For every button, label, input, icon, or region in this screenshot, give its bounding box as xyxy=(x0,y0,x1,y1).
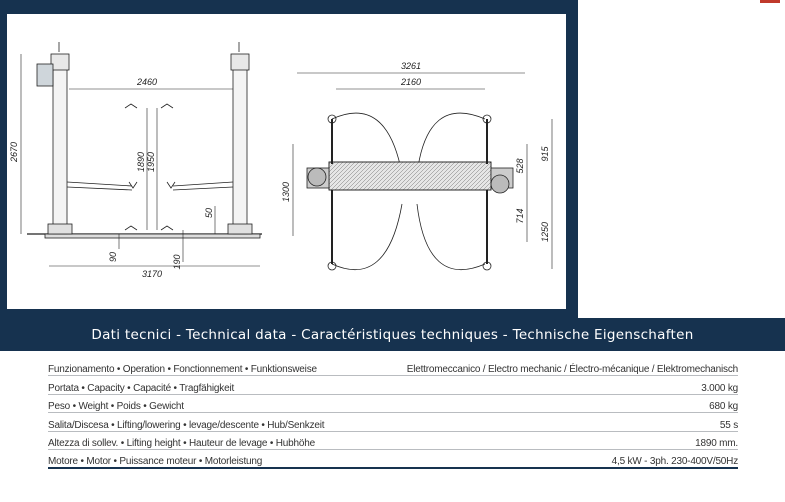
motor-icon xyxy=(36,63,54,87)
dim-2460: 2460 xyxy=(136,77,157,87)
top-view xyxy=(292,72,553,271)
header-title: Dati tecnici - Technical data - Caractér… xyxy=(91,326,694,343)
right-column xyxy=(232,68,248,235)
dim-714: 714 xyxy=(515,208,525,223)
dim-2670: 2670 xyxy=(9,142,19,163)
spec-value: 55 s xyxy=(719,419,738,431)
dim-528: 528 xyxy=(515,158,525,173)
dim-915: 915 xyxy=(540,146,550,162)
spec-label: Altezza di sollev. • Lifting height • Ha… xyxy=(48,437,315,449)
spec-table: Funzionamento • Operation • Fonctionneme… xyxy=(48,358,739,470)
left-column xyxy=(52,68,68,235)
spec-value: 3.000 kg xyxy=(701,382,738,394)
front-view xyxy=(20,42,262,267)
dim-3261: 3261 xyxy=(401,61,421,71)
spec-row-operation: Funzionamento • Operation • Fonctionneme… xyxy=(48,358,738,377)
spec-label: Portata • Capacity • Capacité • Tragfähi… xyxy=(48,382,235,394)
spec-value: Elettromeccanico / Electro mechanic / Él… xyxy=(406,364,738,376)
corner-accent xyxy=(760,0,780,3)
spec-label: Peso • Weight • Poids • Gewicht xyxy=(48,401,184,413)
spec-label: Salita/Discesa • Lifting/lowering • leva… xyxy=(48,419,325,431)
diagram-frame: 2460 2670 1890 1950 50 90 3170 190 xyxy=(0,0,578,318)
dim-90: 90 xyxy=(108,252,118,262)
dim-190: 190 xyxy=(172,254,182,269)
dim-2160: 2160 xyxy=(400,77,421,87)
spec-row-capacity: Portata • Capacity • Capacité • Tragfähi… xyxy=(48,376,738,395)
spec-row-motor: Motore • Motor • Puissance moteur • Moto… xyxy=(48,450,739,470)
spec-label: Motore • Motor • Puissance moteur • Moto… xyxy=(48,456,263,468)
technical-data-header: Dati tecnici - Technical data - Caractér… xyxy=(0,318,785,351)
spec-value: 680 kg xyxy=(709,401,738,413)
spec-row-lifting-height: Altezza di sollev. • Lifting height • Ha… xyxy=(48,432,738,450)
dim-1250: 1250 xyxy=(540,222,550,242)
spec-label: Funzionamento • Operation • Fonctionneme… xyxy=(48,364,317,376)
dim-3170: 3170 xyxy=(142,269,162,279)
dim-1890: 1890 xyxy=(136,152,146,172)
technical-drawing-panel: 2460 2670 1890 1950 50 90 3170 190 xyxy=(7,14,566,309)
spec-row-lifting-time: Salita/Discesa • Lifting/lowering • leva… xyxy=(48,413,738,432)
spec-value: 1890 mm. xyxy=(695,437,738,449)
spec-value: 4,5 kW - 3ph. 230-400V/50Hz xyxy=(611,456,739,468)
dim-1300: 1300 xyxy=(281,182,291,202)
dim-50: 50 xyxy=(204,208,214,218)
spec-row-weight: Peso • Weight • Poids • Gewicht 680 kg xyxy=(48,395,738,414)
lift-drawing: 2460 2670 1890 1950 50 90 3170 190 xyxy=(9,42,553,279)
dim-1950: 1950 xyxy=(146,152,156,172)
